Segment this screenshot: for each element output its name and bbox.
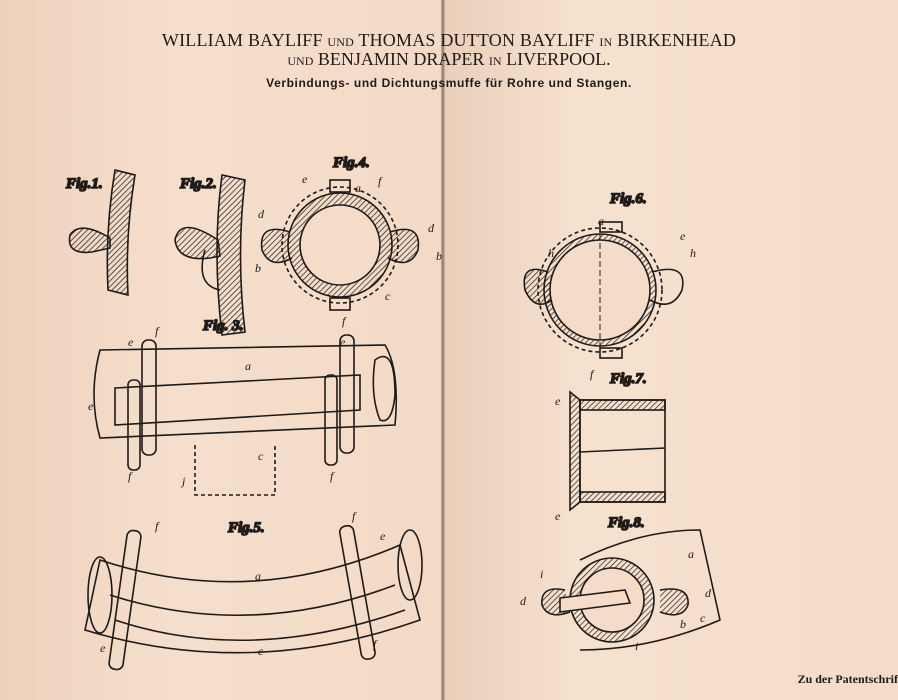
- inventor-name: THOMAS DUTTON BAYLIFF: [358, 30, 595, 50]
- preposition: in: [488, 54, 502, 68]
- reference-letter-e: e: [680, 229, 686, 243]
- reference-letter-b: b: [436, 249, 442, 263]
- reference-letter-f: f: [155, 324, 160, 338]
- reference-letter-f: f: [373, 637, 378, 651]
- footer-note: Zu der Patentschrift: [797, 672, 898, 686]
- preposition: in: [599, 35, 613, 49]
- figure-5-drawing: [84, 524, 423, 671]
- figure-3-drawing: [93, 334, 398, 496]
- reference-letter-e: e: [128, 335, 134, 349]
- reference-letter-e: e: [380, 529, 386, 543]
- reference-letter-d: d: [258, 207, 265, 221]
- reference-letter-e: e: [555, 394, 561, 408]
- reference-letter-f: f: [330, 469, 335, 483]
- book-spine: [441, 0, 445, 700]
- conjunction: und: [327, 35, 355, 49]
- reference-letter-j: j: [180, 474, 186, 488]
- reference-letter-e: e: [88, 399, 94, 413]
- figure-2-drawing: [174, 174, 246, 336]
- reference-letter-d: d: [520, 594, 527, 608]
- reference-letter-h: h: [548, 246, 554, 260]
- figure-1-label: Fig.1.: [65, 176, 103, 192]
- reference-letter-e: e: [100, 641, 106, 655]
- city: BIRKENHEAD: [617, 30, 737, 50]
- reference-letter-d: d: [428, 221, 435, 235]
- figure-1-drawing: [68, 169, 136, 297]
- reference-letter-c: c: [258, 644, 264, 658]
- figure-4-label: Fig.4.: [332, 155, 370, 171]
- reference-letter-a: a: [688, 547, 694, 561]
- figure-4-drawing: [260, 179, 420, 311]
- figure-7-drawing: [569, 390, 666, 512]
- figure-3-label: Fig. 3.: [202, 318, 243, 334]
- reference-letter-h: h: [690, 246, 696, 260]
- reference-letter-f: f: [128, 469, 133, 483]
- patent-header: WILLIAM BAYLIFF und THOMAS DUTTON BAYLIF…: [0, 30, 898, 90]
- reference-letter-a: a: [355, 181, 361, 195]
- reference-letter-a: a: [255, 569, 261, 583]
- conjunction: und: [287, 54, 314, 68]
- reference-letter-i: i: [540, 567, 543, 581]
- reference-letter-f: f: [378, 174, 383, 188]
- reference-letter-d: d: [705, 586, 712, 600]
- inventors-line-2: und BENJAMIN DRAPER in LIVERPOOL.: [0, 49, 898, 70]
- reference-letter-a: a: [245, 359, 251, 373]
- reference-letter-i: i: [635, 639, 638, 653]
- reference-letter-e: e: [340, 335, 346, 349]
- figure-8-drawing: [541, 529, 721, 651]
- reference-letter-c: c: [385, 289, 391, 303]
- figure-6-drawing: [523, 221, 684, 359]
- reference-letter-f: f: [342, 314, 347, 328]
- right-page: [445, 0, 898, 700]
- reference-letter-a: a: [598, 214, 604, 228]
- inventor-name: WILLIAM BAYLIFF: [161, 30, 323, 50]
- figure-7-label: Fig.7.: [609, 371, 647, 387]
- figure-6-label: Fig.6.: [609, 191, 647, 207]
- reference-letter-f: f: [155, 519, 160, 533]
- inventor-name: BENJAMIN DRAPER: [317, 49, 485, 69]
- left-page: [0, 0, 443, 700]
- reference-letter-c: c: [258, 449, 264, 463]
- city: LIVERPOOL.: [506, 49, 611, 69]
- reference-letter-f: f: [352, 509, 357, 523]
- figure-2-label: Fig.2.: [179, 176, 217, 192]
- reference-letter-f: f: [590, 367, 595, 381]
- patent-title: Verbindungs- und Dichtungsmuffe für Rohr…: [266, 76, 632, 90]
- inventors-line-1: WILLIAM BAYLIFF und THOMAS DUTTON BAYLIF…: [0, 30, 898, 51]
- reference-letter-e: e: [555, 509, 561, 523]
- figure-8-label: Fig.8.: [607, 515, 645, 531]
- reference-letter-b: b: [680, 617, 686, 631]
- figure-5-label: Fig.5.: [227, 520, 265, 536]
- reference-letter-e: e: [302, 172, 308, 186]
- reference-letter-c: c: [700, 611, 706, 625]
- reference-letter-b: b: [255, 261, 261, 275]
